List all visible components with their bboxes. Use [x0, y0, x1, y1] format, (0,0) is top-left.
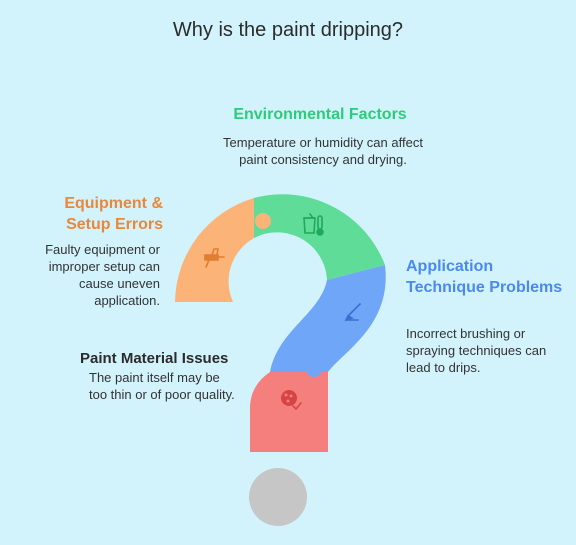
- equipment-setup-heading: Equipment & Setup Errors: [64, 195, 163, 233]
- thermometer-icon: [303, 213, 324, 236]
- paint-material-heading: Paint Material Issues: [80, 350, 229, 367]
- environmental-puzzle-knob: [344, 254, 360, 270]
- paint-can-icon: [281, 390, 302, 411]
- paint-material-description: The paint itself may be too thin or of p…: [89, 370, 235, 402]
- equipment-setup-description: Faulty equipment or improper setup can c…: [45, 242, 160, 308]
- equipment-puzzle-knob: [255, 213, 271, 229]
- page-title: Why is the paint dripping?: [172, 19, 404, 41]
- application-technique-heading: Application Technique Problems: [406, 258, 563, 296]
- paint-brush-icon: [344, 303, 361, 322]
- material-segment: [250, 372, 328, 452]
- application-segment: [270, 265, 386, 372]
- spray-gun-icon: [204, 248, 225, 268]
- environmental-segment: [254, 194, 385, 280]
- environmental-factors-description: Temperature or humidity can affect paint…: [223, 135, 423, 167]
- application-technique-description: Incorrect brushing or spraying technique…: [406, 326, 547, 375]
- application-puzzle-knob: [306, 361, 322, 377]
- question-dot: [249, 468, 307, 526]
- environmental-factors-heading: Environmental Factors: [233, 106, 407, 123]
